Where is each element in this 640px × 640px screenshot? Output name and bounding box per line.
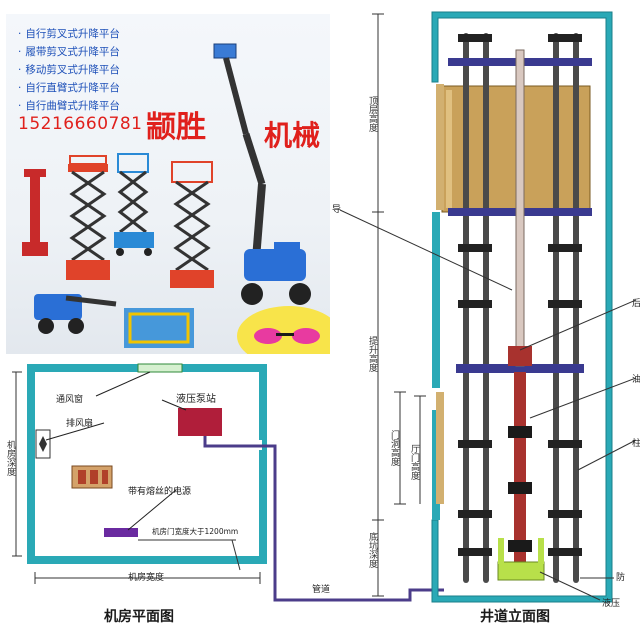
emoji-face-icon xyxy=(237,306,330,354)
promo-bullet: ·移动剪叉式升降平台 xyxy=(18,64,120,76)
vent-window xyxy=(137,363,183,373)
elevator-car xyxy=(441,85,591,213)
label-rail-left: 导 xyxy=(332,205,342,215)
phone-number: 15216660781 xyxy=(18,114,143,134)
compact-lift-icon xyxy=(124,308,194,348)
cylinder xyxy=(514,372,526,572)
promo-bullet: ·自行曲臂式升降平台 xyxy=(18,100,120,112)
pump-station xyxy=(178,408,222,436)
label-cylinder: 油 xyxy=(632,375,640,385)
power-switch xyxy=(104,528,138,537)
scissor-lift-icon xyxy=(114,153,154,256)
ram-crosshead xyxy=(456,364,584,373)
label-hydraulic: 液压 xyxy=(602,599,621,609)
exhaust-fan-box xyxy=(35,429,51,459)
promo-bullet: ·自行剪叉式升降平台 xyxy=(18,28,120,40)
label-travel-height: 提升高度 xyxy=(367,336,377,372)
rail-brackets xyxy=(458,34,582,556)
control-cabinet xyxy=(71,465,113,489)
plunger xyxy=(515,49,525,367)
promo-bullet: ·自行直臂式升降平台 xyxy=(18,82,120,94)
label-pipe: 管道 xyxy=(312,585,331,595)
boom-lift-icon xyxy=(213,43,311,305)
shaft-caption: 井道立面图 xyxy=(480,609,550,625)
guide-rails xyxy=(463,33,579,583)
label-column: 柱 xyxy=(632,439,640,449)
top-crosshead xyxy=(448,58,592,66)
scissor-lift-icon xyxy=(170,161,214,288)
label-guard: 防 xyxy=(616,573,626,583)
label-door-height: 门洞高度 xyxy=(389,430,399,466)
exhaust-fan-icon xyxy=(39,436,47,452)
promo-panel: ·自行剪叉式升降平台 ·履带剪叉式升降平台 ·移动剪叉式升降平台 ·自行直臂式升… xyxy=(6,14,330,354)
shaft-walls xyxy=(431,11,613,603)
articulating-lift-icon xyxy=(34,294,117,334)
label-vent-window: 通风窗 xyxy=(56,395,84,405)
label-door-width: 机房门宽度大于1200mm xyxy=(152,527,239,536)
label-hall-door-height: 厅门高度 xyxy=(409,444,419,480)
machine-room-caption: 机房平面图 xyxy=(104,609,174,625)
car-crosshead xyxy=(448,208,592,216)
label-exhaust-fan: 排风扇 xyxy=(66,419,94,429)
scissor-lift-icon xyxy=(66,155,110,280)
label-pit-depth: 底坑深度 xyxy=(367,532,377,568)
brand-suffix: 机械 xyxy=(264,119,321,152)
promo-illustration xyxy=(22,43,330,354)
label-pump-station: 液压泵站 xyxy=(176,394,216,405)
label-rail-right: 后 xyxy=(632,299,640,309)
label-power-switch: 带有熔丝的电源 xyxy=(128,487,192,497)
label-room-width: 机房宽度 xyxy=(128,573,165,583)
promo-bullet: ·履带剪叉式升降平台 xyxy=(18,46,120,58)
label-room-depth: 机房深度 xyxy=(5,440,15,476)
brand-name: 颛胜 xyxy=(146,110,206,145)
hall-door xyxy=(436,392,444,504)
label-top-height: 顶层高度 xyxy=(367,96,377,132)
mast-lift-icon xyxy=(22,169,48,256)
cylinder-base xyxy=(497,561,545,581)
